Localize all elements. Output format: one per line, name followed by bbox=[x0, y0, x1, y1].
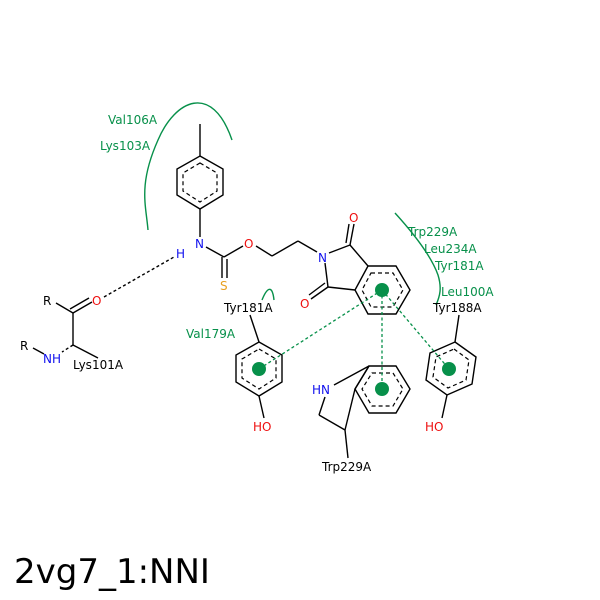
atom-nh: NH bbox=[43, 352, 61, 366]
ring-centroid-tyr181 bbox=[252, 362, 266, 376]
atom-n2: N bbox=[318, 251, 327, 265]
label-leu100: Leu100A bbox=[441, 285, 494, 299]
label-tyr181-hydrophobic: Tyr181A bbox=[434, 259, 484, 273]
label-val179: Val179A bbox=[186, 327, 236, 341]
pi-stacking-tyr188 bbox=[381, 289, 450, 370]
label-trp229: Trp229A bbox=[321, 460, 372, 474]
tyr188-residue bbox=[425, 314, 477, 419]
ligand-title: 2vg7_1:NNI bbox=[14, 552, 210, 592]
ring-centroid-tyr188 bbox=[442, 362, 456, 376]
ring-centroid-ligand bbox=[375, 283, 389, 297]
ring-centroid-trp229 bbox=[375, 382, 389, 396]
atom-o2: O bbox=[349, 211, 358, 225]
pi-stacking-tyr181 bbox=[258, 289, 383, 370]
label-lys103: Lys103A bbox=[100, 139, 151, 153]
atom-oh2: HO bbox=[425, 420, 443, 434]
label-tyr188: Tyr188A bbox=[432, 301, 482, 315]
label-val106: Val106A bbox=[108, 113, 158, 127]
atom-n1: N bbox=[195, 237, 204, 251]
hydrogen-bond bbox=[103, 256, 175, 298]
atom-o1: O bbox=[244, 237, 253, 251]
iodophenyl-ring bbox=[176, 124, 224, 237]
hydrophobic-contour-val106-lys103 bbox=[144, 102, 233, 231]
label-tyr181: Tyr181A bbox=[223, 301, 273, 315]
atom-r1: R bbox=[43, 294, 51, 308]
trp229-residue bbox=[318, 365, 411, 459]
label-lys101: Lys101A bbox=[73, 358, 124, 372]
lys101-residue bbox=[32, 297, 99, 359]
atom-h: H bbox=[176, 247, 185, 261]
atom-hn: HN bbox=[312, 383, 330, 397]
tyr181-residue bbox=[235, 314, 283, 419]
hydrophobic-contour-trp229 bbox=[394, 212, 441, 306]
label-trp229-hydrophobic: Trp229A bbox=[407, 225, 458, 239]
atom-r2: R bbox=[20, 339, 28, 353]
ligand-chain bbox=[205, 223, 411, 315]
atom-s: S bbox=[220, 279, 228, 293]
atom-lys-o: O bbox=[92, 294, 101, 308]
label-leu234: Leu234A bbox=[424, 242, 477, 256]
hydrophobic-contour-val179 bbox=[261, 288, 275, 301]
atom-o3: O bbox=[300, 297, 309, 311]
atom-oh1: HO bbox=[253, 420, 271, 434]
